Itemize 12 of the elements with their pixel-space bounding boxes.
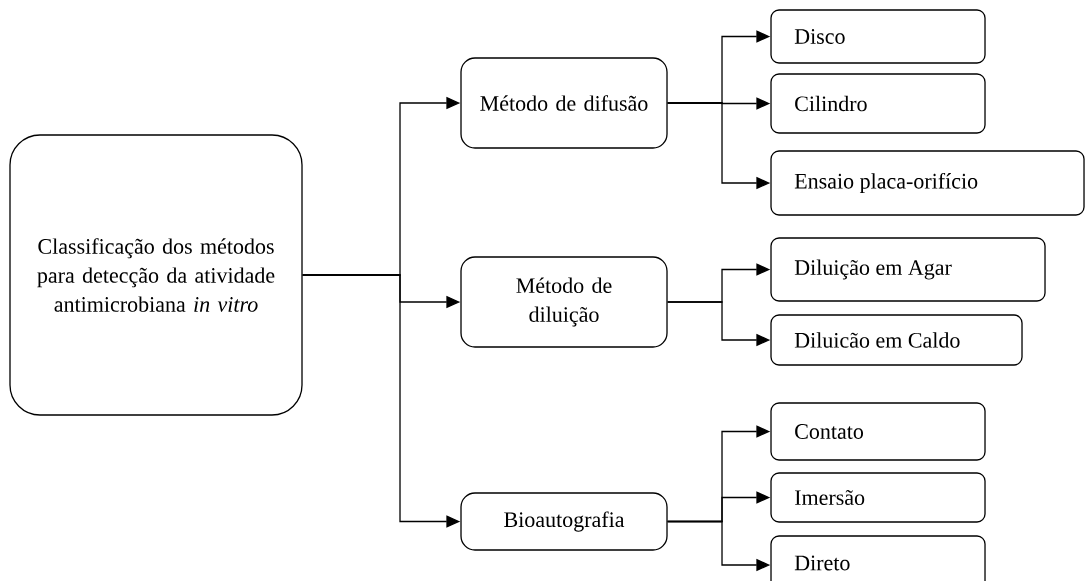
- text-box: Diluicão em Caldo: [770, 314, 1023, 366]
- text-box: Bioautografia: [460, 492, 668, 551]
- text-box: Método de difusão: [460, 57, 668, 149]
- text-box: Cilindro: [770, 73, 986, 134]
- text-box: Contato: [770, 402, 986, 461]
- text-box: Diluição em Agar: [770, 237, 1046, 302]
- text-box: Disco: [770, 9, 986, 64]
- text-box: Classificação dos métodos para detecção da atividade antimicrobiana in vitro: [9, 134, 303, 416]
- text-box: Direto: [770, 535, 986, 581]
- text-box: Método de diluição: [460, 256, 668, 348]
- text-box: Ensaio placa-orifício: [770, 150, 1085, 216]
- text-box: Imersão: [770, 472, 986, 523]
